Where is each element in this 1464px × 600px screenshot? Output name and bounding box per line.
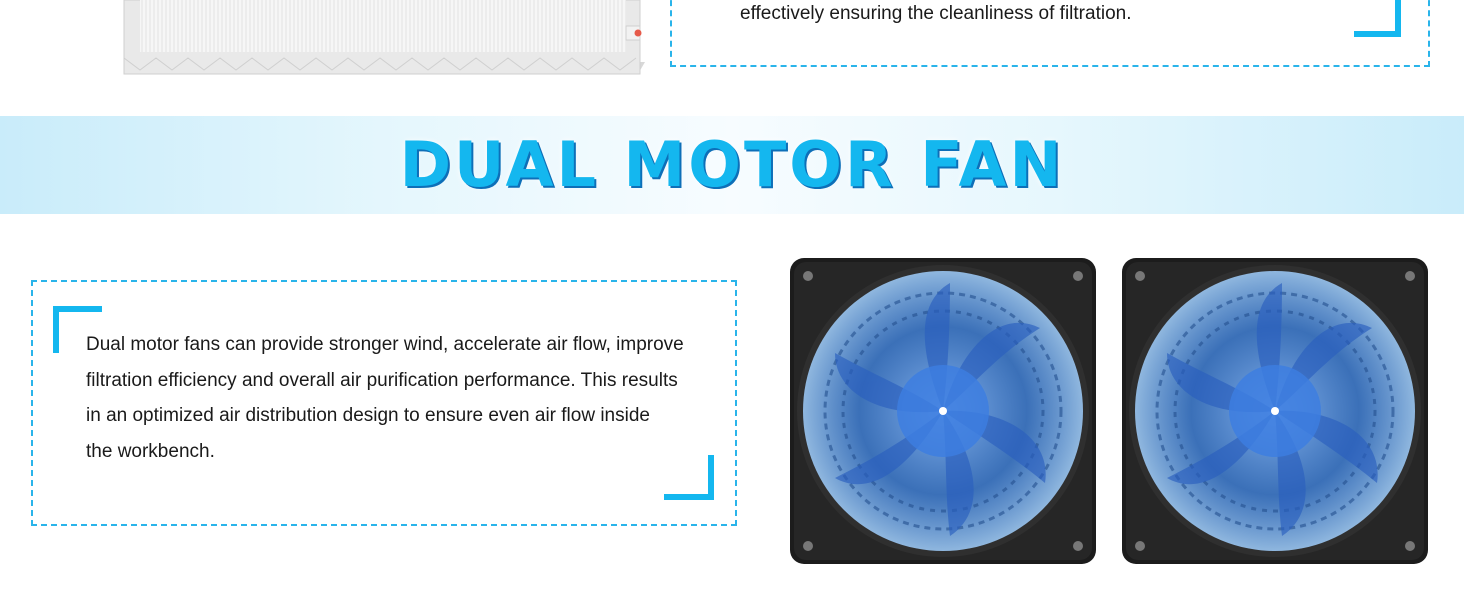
description-line: Dual motor fans can provide stronger win… — [86, 334, 684, 355]
description-line: in an optimized air distribution design … — [86, 405, 650, 426]
corner-bracket-icon — [1354, 0, 1401, 37]
description-text: Dual motor fans can provide stronger win… — [86, 327, 716, 469]
corner-bracket-top-left-icon — [53, 306, 102, 353]
description-box — [31, 280, 737, 526]
description-line: the workbench. — [86, 440, 215, 462]
filtration-text-box — [670, 0, 1430, 67]
dual-fan-image — [788, 256, 1430, 566]
description-line: filtration efficiency and overall air pu… — [86, 369, 678, 391]
hepa-filter-image — [123, 0, 645, 75]
section-banner: DUAL MOTOR FAN — [0, 116, 1464, 214]
filtration-text: effectively ensuring the cleanliness of … — [740, 3, 1132, 24]
corner-bracket-bottom-right-icon — [664, 455, 714, 500]
section-title: DUAL MOTOR FAN — [399, 128, 1065, 201]
